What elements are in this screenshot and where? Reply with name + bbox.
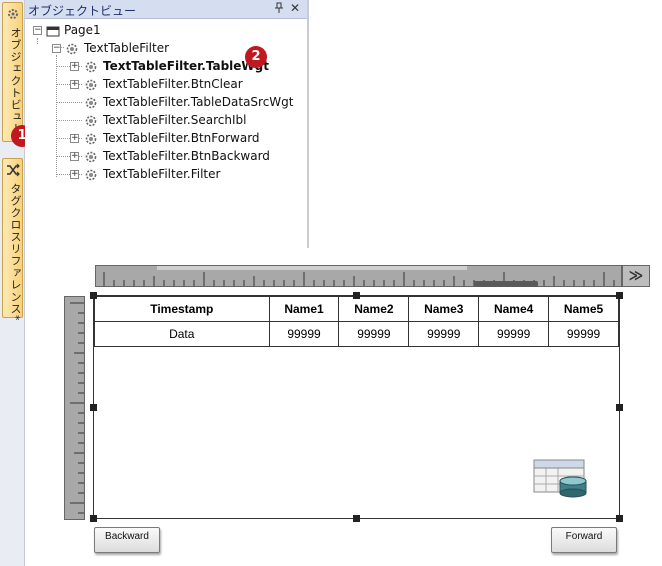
tree-node-page1[interactable]: − Page1	[25, 22, 305, 40]
ruler-scroll-thumb[interactable]	[474, 281, 538, 287]
horizontal-ruler[interactable]	[95, 265, 622, 287]
tree-node-child[interactable]: + TextTableFilter.BtnClear	[25, 76, 305, 94]
tree-connector	[56, 174, 82, 175]
expand-ruler-button[interactable]: ≫	[622, 265, 650, 287]
tree-connector	[56, 156, 82, 157]
tree-node-label: TextTableFilter.Filter	[103, 167, 221, 181]
tree-node-child[interactable]: + TextTableFilter.TableWgt	[25, 58, 305, 76]
component-icon	[83, 59, 99, 75]
ruler-scroll-track[interactable]	[157, 266, 467, 270]
tree-connector	[56, 84, 82, 85]
pin-icon[interactable]	[273, 2, 285, 17]
tree-connector	[56, 138, 82, 139]
component-icon	[83, 113, 99, 129]
resize-handle[interactable]	[353, 515, 360, 522]
component-icon	[83, 149, 99, 165]
resize-handle[interactable]	[616, 404, 623, 411]
expand-icon[interactable]: +	[70, 169, 79, 179]
expand-icon[interactable]: +	[70, 61, 79, 71]
tree-node-label: Page1	[64, 23, 101, 37]
tab-object-view-label: オブジェクトビュー	[9, 27, 22, 135]
vertical-ruler[interactable]	[64, 296, 85, 520]
tree-node-child[interactable]: TextTableFilter.TableDataSrcWgt	[25, 94, 305, 112]
tree-connector	[56, 120, 82, 121]
collapse-icon[interactable]: −	[52, 43, 61, 53]
component-icon	[83, 95, 99, 111]
column-header[interactable]: Name2	[338, 296, 410, 322]
resize-handle[interactable]	[90, 404, 97, 411]
column-header[interactable]: Name5	[548, 296, 619, 322]
backward-button[interactable]: Backward	[94, 527, 160, 553]
tree-connector	[56, 102, 82, 103]
tree-connector	[37, 38, 38, 44]
component-icon	[83, 131, 99, 147]
panel-title: オブジェクトビュー	[28, 4, 137, 18]
column-header[interactable]: Name1	[268, 296, 340, 322]
table-cell: Data	[94, 321, 270, 347]
component-icon	[64, 41, 80, 57]
table-cell: 99999	[548, 321, 619, 347]
table-cell: 99999	[408, 321, 480, 347]
close-icon[interactable]: ✕	[289, 1, 301, 15]
component-icon	[83, 77, 99, 93]
panel-header: オブジェクトビュー ✕	[25, 0, 307, 19]
table-cell: 99999	[268, 321, 340, 347]
tab-tag-cross-reference[interactable]: タグクロスリファレンス*	[2, 158, 23, 322]
column-header[interactable]: Name4	[478, 296, 550, 322]
column-header[interactable]: Timestamp	[94, 296, 270, 322]
tree-connector	[56, 66, 82, 67]
table-cell: 99999	[478, 321, 550, 347]
tree-node-label: TextTableFilter.TableWgt	[103, 59, 269, 73]
tree-node-filter[interactable]: − TextTableFilter	[25, 40, 305, 58]
object-view-icon	[6, 7, 20, 21]
expand-icon[interactable]: +	[70, 133, 79, 143]
tree-node-child[interactable]: + TextTableFilter.Filter	[25, 166, 305, 184]
ruler-ticks	[103, 272, 615, 286]
collapse-icon[interactable]: −	[33, 25, 42, 35]
tab-object-view[interactable]: オブジェクトビュー	[2, 2, 23, 142]
resize-handle[interactable]	[616, 515, 623, 522]
tree-node-child[interactable]: + TextTableFilter.BtnForward	[25, 130, 305, 148]
shuffle-icon	[6, 163, 20, 177]
tree-node-label: TextTableFilter.BtnForward	[103, 131, 260, 145]
callout-badge-2: 2	[245, 46, 267, 68]
tree-node-child[interactable]: TextTableFilter.SearchIbl	[25, 112, 305, 130]
column-header[interactable]: Name3	[408, 296, 480, 322]
tree-connector	[56, 55, 57, 177]
table-cell: 99999	[338, 321, 410, 347]
resize-handle[interactable]	[353, 292, 360, 299]
forward-button[interactable]: Forward	[551, 527, 617, 553]
expand-icon[interactable]: +	[70, 79, 79, 89]
object-view-panel: オブジェクトビュー ✕ − Page1 − TextTableFilter + T…	[25, 0, 309, 248]
resize-handle[interactable]	[616, 292, 623, 299]
tree-node-label: TextTableFilter.BtnClear	[103, 77, 243, 91]
ruler-ticks	[70, 302, 84, 514]
data-source-icon[interactable]	[533, 459, 589, 499]
component-icon	[83, 167, 99, 183]
side-tab-strip: オブジェクトビュー タグクロスリファレンス*	[0, 0, 25, 566]
tree-node-label: TextTableFilter	[84, 41, 170, 55]
page-icon	[45, 23, 61, 39]
tab-tag-cross-label: タグクロスリファレンス*	[9, 183, 22, 322]
expand-icon[interactable]: +	[70, 151, 79, 161]
tree-node-label: TextTableFilter.TableDataSrcWgt	[103, 95, 294, 109]
tree-node-label: TextTableFilter.SearchIbl	[103, 113, 247, 127]
tree-node-label: TextTableFilter.BtnBackward	[103, 149, 270, 163]
resize-handle[interactable]	[90, 292, 97, 299]
tree-node-child[interactable]: + TextTableFilter.BtnBackward	[25, 148, 305, 166]
resize-handle[interactable]	[90, 515, 97, 522]
